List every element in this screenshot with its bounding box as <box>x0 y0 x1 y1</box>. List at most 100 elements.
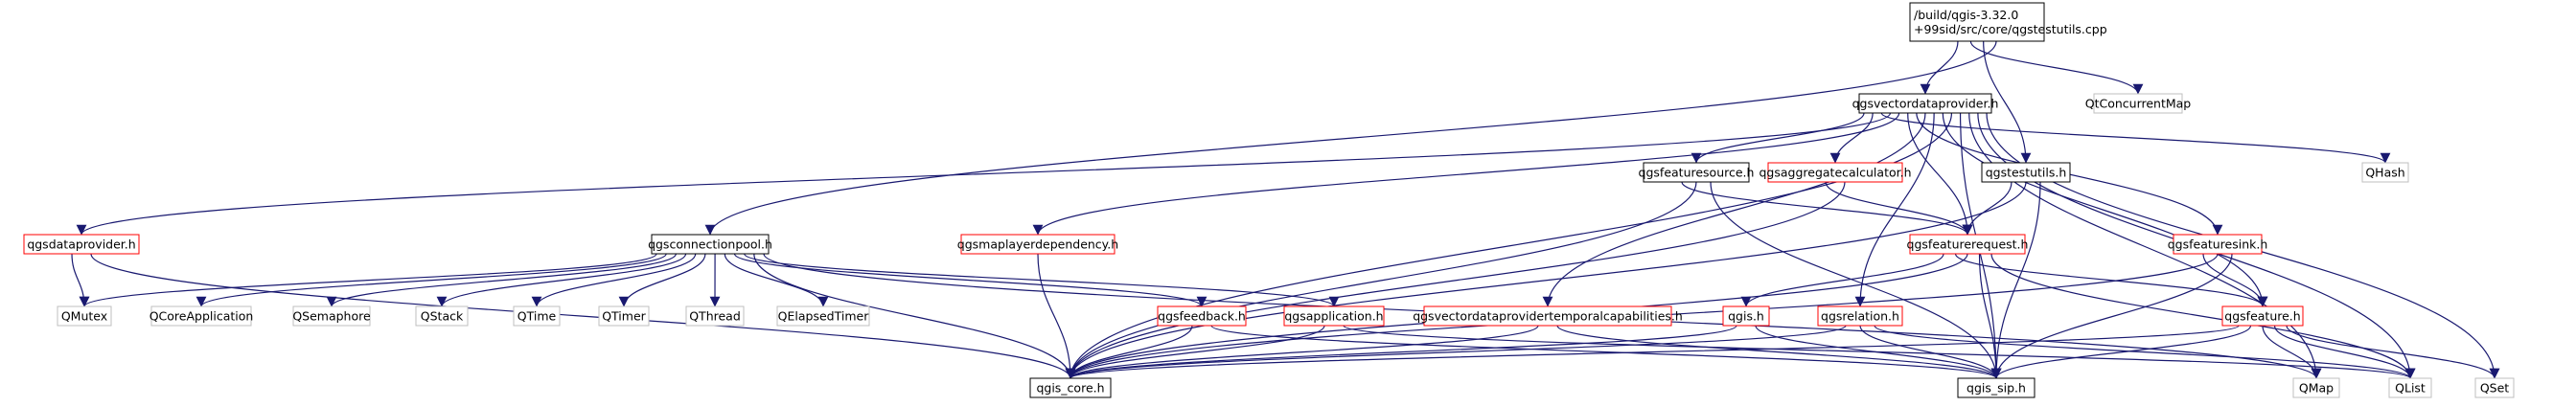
node-qgsfeature[interactable]: qgsfeature.h <box>2221 305 2304 327</box>
node-label: /build/qgis-3.32.0 <box>1914 8 2018 22</box>
node-box <box>150 305 252 327</box>
node-box <box>598 305 650 327</box>
node-box <box>2093 93 2183 114</box>
edge-root-to-qgstestutils-h <box>1983 40 2032 164</box>
edge-qgsrelation-to-qgis-sip <box>1859 325 2002 379</box>
edge-qgsconnectionpool-to-qtimer <box>618 253 706 307</box>
node-qtime: QTime <box>513 305 561 327</box>
node-label: qgsconnectionpool.h <box>648 237 772 252</box>
node-box <box>1858 93 1992 114</box>
edge-qgsconnectionpool-to-qsemaphore <box>326 253 677 307</box>
node-label: qgsmaplayerdependency.h <box>957 237 1118 252</box>
edge-qgsrelation-to-qgis-core <box>1065 325 1847 379</box>
node-qmap: QMap <box>2292 377 2340 398</box>
node-qgsaggregatecalculator[interactable]: qgsaggregatecalculator.h <box>1759 162 1912 183</box>
node-qtconcurrentmap: QtConcurrentMap <box>2085 93 2191 114</box>
edge-qgsvectordataprovider-to-qgsfeaturesource <box>1690 112 1865 164</box>
edge-qgsvectordataprovider-to-qgsfeature <box>1942 112 2268 307</box>
edge-qgsconnectionpool-to-qmutex <box>79 253 657 307</box>
node-label: qgsdataprovider.h <box>27 237 135 252</box>
node-qgsvectordataprovider[interactable]: qgsvectordataprovider.h <box>1852 93 1999 114</box>
edge-qgsconnectionpool-to-qgis-core <box>753 253 1076 379</box>
node-label: QList <box>2395 381 2426 396</box>
node-label: qgsvectordataprovider.h <box>1852 97 1999 111</box>
node-label: qgsfeaturesource.h <box>1639 166 1755 180</box>
edge-qgis-h-to-qgis-sip <box>1755 325 2002 379</box>
node-qgsmaplayerdependency[interactable]: qgsmaplayerdependency.h <box>957 234 1118 255</box>
node-qgsfeaturesource[interactable]: qgsfeaturesource.h <box>1639 162 1755 183</box>
node-label: qgsfeaturesink.h <box>2168 237 2268 252</box>
edge-qgsvectordataprovider-to-qgsfeaturerequest <box>1907 112 1973 236</box>
edge-qgstestutils-h-to-qgsfeaturerequest <box>1962 181 2012 236</box>
node-root[interactable]: /build/qgis-3.32.0+99sid/src/core/qgstes… <box>1909 2 2107 42</box>
node-box <box>1981 162 2071 183</box>
node-box <box>2292 377 2340 398</box>
node-qgstestutils-h[interactable]: qgstestutils.h <box>1981 162 2071 183</box>
edge-qgsconnectionpool-to-qgsfeedback <box>733 253 1208 307</box>
edge-qgsvectordataprovider-to-qgsrelation <box>1854 112 1935 307</box>
node-qgsrelation[interactable]: qgsrelation.h <box>1817 305 1903 327</box>
node-box <box>776 305 870 327</box>
node-label: qgsrelation.h <box>1821 309 1899 324</box>
node-box <box>1423 305 1672 327</box>
node-qgsconnectionpool[interactable]: qgsconnectionpool.h <box>648 234 772 255</box>
edge-root-to-qgsvectordataprovider <box>1920 40 1959 95</box>
node-qgsapplication[interactable]: qgsapplication.h <box>1283 305 1385 327</box>
node-label: +99sid/src/core/qgstestutils.cpp <box>1914 22 2107 36</box>
edge-qgis-h-to-qgis-core <box>1065 325 1737 379</box>
node-qmutex: QMutex <box>57 305 112 327</box>
edge-qgsfeaturerequest-to-qlist <box>1990 253 2416 379</box>
node-box <box>1909 234 2026 255</box>
node-label: QStack <box>421 309 464 324</box>
node-qgis-sip[interactable]: qgis_sip.h <box>1957 377 2036 398</box>
edge-qgsvectordataprovidertemporalcapabilities-to-qgis-core <box>1065 325 1539 379</box>
node-box <box>1957 377 2036 398</box>
edge-qgstestutils-h-to-qgis-core <box>1065 181 2027 379</box>
node-qtimer: QTimer <box>598 305 650 327</box>
edge-qgsdataprovider-to-qgis-core <box>90 253 1076 379</box>
node-qgsfeaturesink[interactable]: qgsfeaturesink.h <box>2168 234 2268 255</box>
node-qthread: QThread <box>685 305 745 327</box>
edge-qgsfeaturerequest-to-qgis-sip <box>1978 253 2002 379</box>
node-label: QThread <box>689 309 741 324</box>
edge-qgsfeaturesink-to-qgsfeature <box>2202 253 2268 307</box>
edge-root-to-qtconcurrentmap <box>1969 40 2144 95</box>
edge-qgsfeature-to-qgis-core <box>1066 325 2240 379</box>
edge-qgsvectordataprovidertemporalcapabilities-to-qgis-sip <box>1556 325 2002 379</box>
node-qgis-h[interactable]: qgis.h <box>1722 305 1770 327</box>
node-box <box>960 234 1116 255</box>
node-box <box>2474 377 2515 398</box>
node-qset: QSet <box>2474 377 2515 398</box>
edge-qgsapplication-to-qgis-core <box>1065 325 1325 379</box>
node-box <box>1909 2 2045 42</box>
node-box <box>1722 305 1770 327</box>
node-label: qgis.h <box>1728 309 1764 324</box>
node-box <box>2361 162 2409 183</box>
node-label: qgsvectordataprovidertemporalcapabilitie… <box>1413 309 1683 324</box>
node-qgsvectordataprovidertemporalcapabilities[interactable]: qgsvectordataprovidertemporalcapabilitie… <box>1413 305 1683 327</box>
edge-qgsaggregatecalculator-to-qgsfeaturerequest <box>1825 181 1973 236</box>
node-label: QCoreApplication <box>150 309 254 324</box>
node-label: qgis_core.h <box>1036 381 1104 396</box>
node-qgsfeedback[interactable]: qgsfeedback.h <box>1157 305 1247 327</box>
edge-qgsconnectionpool-to-qtime <box>531 253 697 307</box>
node-label: QSet <box>2480 381 2509 396</box>
node-label: qgsfeaturerequest.h <box>1907 237 2029 252</box>
edge-qgsvectordataprovider-to-qgis-core <box>1065 112 1953 379</box>
node-label: QSemaphore <box>292 309 371 324</box>
edge-qgsvectordataprovider-to-qgsvectordataprovidertemporalcapabilities <box>1542 112 1926 307</box>
node-box <box>23 234 140 255</box>
node-label: qgis_sip.h <box>1966 381 2026 396</box>
node-qgsfeaturerequest[interactable]: qgsfeaturerequest.h <box>1907 234 2029 255</box>
dependency-edges <box>71 40 2500 379</box>
edge-qgsdataprovider-to-qmutex <box>71 253 90 307</box>
node-label: QMap <box>2299 381 2334 396</box>
edge-qgsconnectionpool-to-qelapsedtimer <box>724 253 829 307</box>
edge-qgsfeaturesource-to-qgis-core <box>1065 181 1697 379</box>
node-box <box>1283 305 1385 327</box>
edge-qgsfeature-to-qmap <box>2262 325 2322 379</box>
node-qgis-core[interactable]: qgis_core.h <box>1029 377 1112 398</box>
edge-qgsconnectionpool-to-qgsapplication <box>744 253 1340 307</box>
node-qgsdataprovider[interactable]: qgsdataprovider.h <box>23 234 140 255</box>
node-box <box>651 234 770 255</box>
